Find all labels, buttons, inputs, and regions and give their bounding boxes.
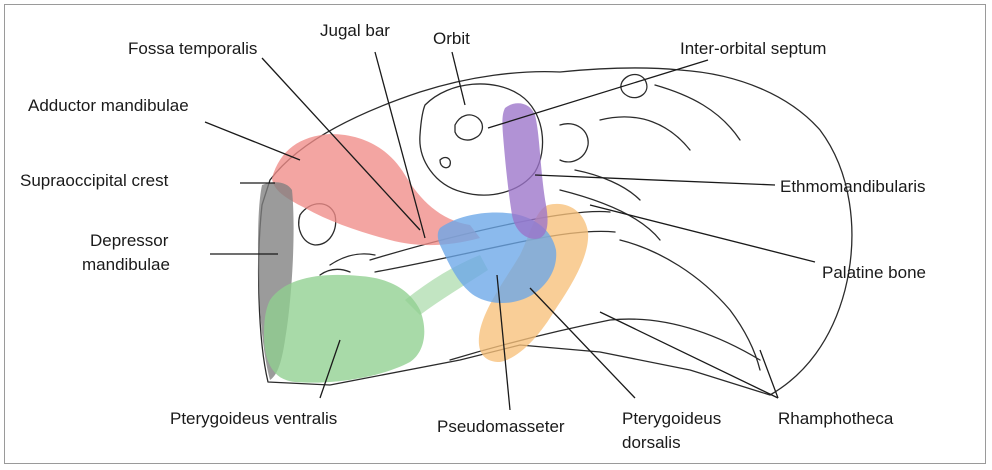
orbit-inner — [455, 115, 482, 140]
label-inter-orbital-septum: Inter-orbital septum — [680, 39, 826, 58]
leader-palatine-bone — [590, 205, 815, 262]
label-mandibulae: mandibulae — [82, 255, 170, 274]
label-orbit: Orbit — [433, 29, 470, 48]
leader-inter-orbital-septum — [488, 60, 708, 128]
leader-pterygoideus-dorsalis — [530, 288, 635, 398]
leader-adductor-mandibulae — [205, 122, 300, 160]
label-supraoccipital-crest: Supraoccipital crest — [20, 171, 169, 190]
label-depressor: Depressor — [90, 231, 169, 250]
label-pseudomasseter: Pseudomasseter — [437, 417, 565, 436]
orbit-fold — [440, 158, 450, 168]
label-fossa-temporalis: Fossa temporalis — [128, 39, 257, 58]
muscles — [258, 103, 588, 382]
upper-beak-line — [600, 85, 740, 150]
label-pterygoideus: Pterygoideus — [622, 409, 721, 428]
temporal-lines — [320, 254, 375, 275]
label-palatine-bone: Palatine bone — [822, 263, 926, 282]
label-rhamphotheca: Rhamphotheca — [778, 409, 894, 428]
label-ethmomandibularis: Ethmomandibularis — [780, 177, 926, 196]
label-dorsalis: dorsalis — [622, 433, 681, 452]
pterygoideus-ventralis-muscle — [264, 275, 424, 383]
leader-orbit — [452, 52, 465, 105]
leader-ethmomandibularis — [535, 175, 775, 185]
label-adductor-mandibulae: Adductor mandibulae — [28, 96, 189, 115]
label-jugal-bar: Jugal bar — [320, 21, 390, 40]
label-pterygoideus-ventralis: Pterygoideus ventralis — [170, 409, 337, 428]
